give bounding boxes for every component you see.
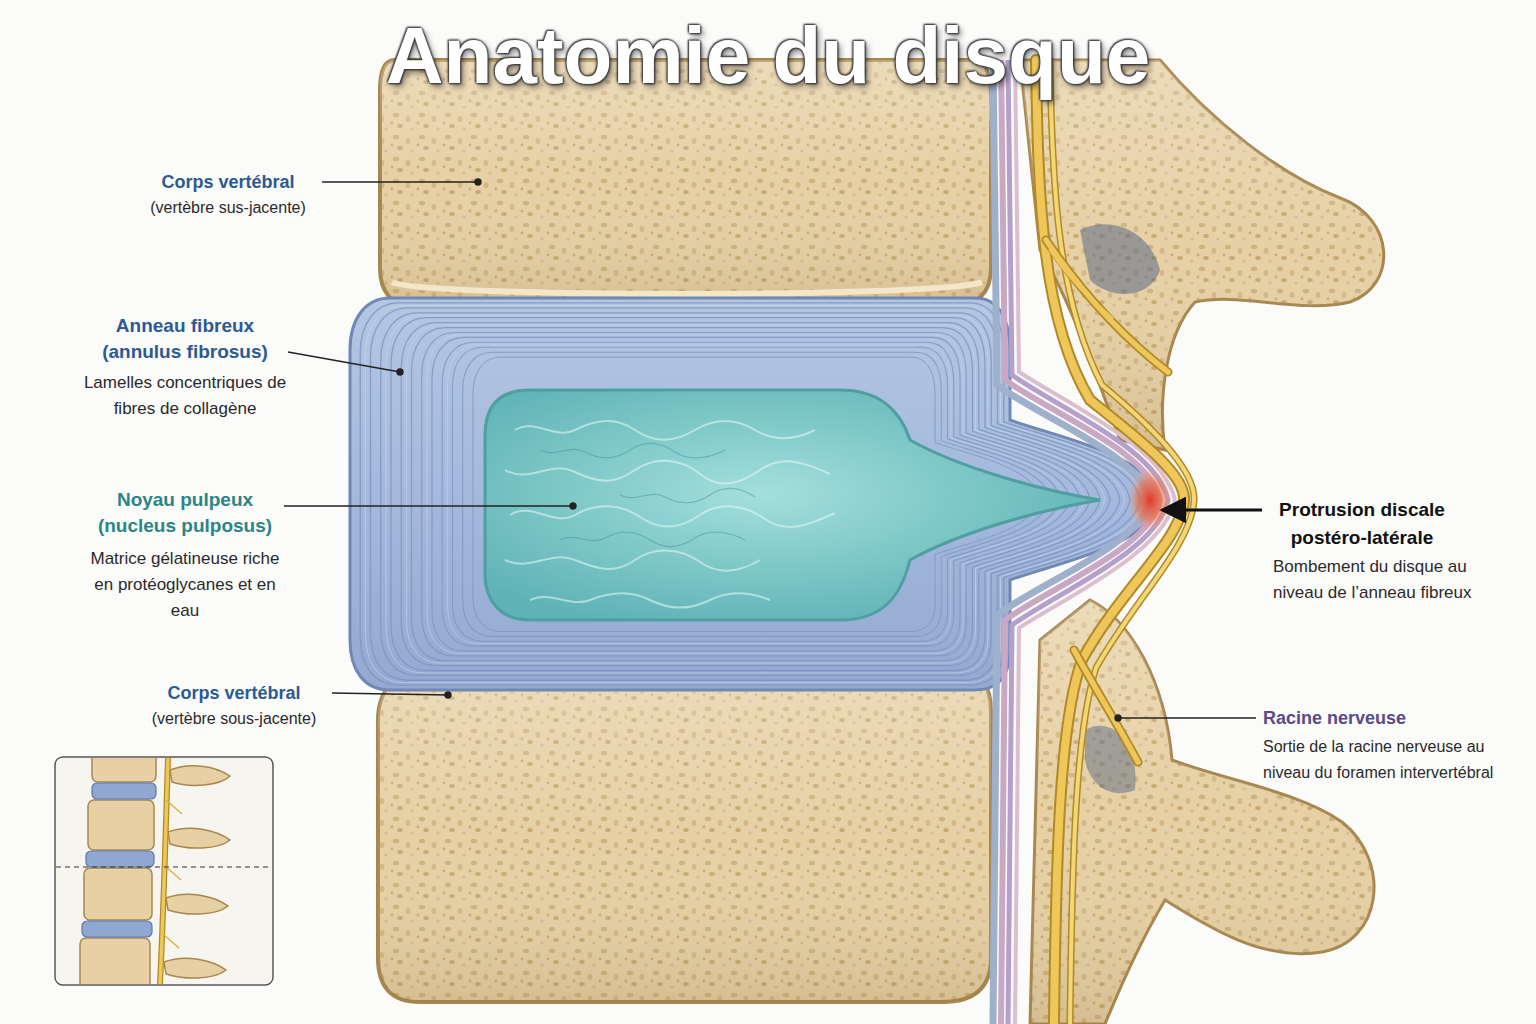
lower-vertebra bbox=[378, 672, 991, 1002]
annulus-fibrosus bbox=[350, 298, 1160, 690]
protrusion-arrow bbox=[1162, 509, 1262, 512]
part-description: Matrice gélatineuse riche en protéoglyca… bbox=[85, 546, 285, 624]
protrusion-glow bbox=[1128, 468, 1172, 532]
part-note: (vertèbre sous-jacente) bbox=[124, 707, 344, 731]
diagram-title: Anatomie du disque bbox=[0, 6, 1536, 106]
part-note: (vertèbre sus-jacente) bbox=[118, 196, 338, 220]
leader-lines bbox=[284, 179, 1256, 721]
part-name: Anneau fibreux (annulus fibrosus) bbox=[80, 313, 290, 365]
nerve-roots bbox=[1036, 60, 1194, 1024]
part-name: Corps vertébral bbox=[118, 170, 338, 194]
part-description: Lamelles concentriques de fibres de coll… bbox=[80, 370, 290, 422]
nucleus-pulposus bbox=[485, 390, 1100, 620]
part-description: Sortie de la racine nerveuse au niveau d… bbox=[1263, 734, 1513, 786]
part-name: Noyau pulpeux (nucleus pulposus) bbox=[80, 487, 290, 539]
part-name: Racine nerveuse bbox=[1263, 706, 1503, 730]
callout-description: Bombement du disque au niveau de l’annea… bbox=[1273, 554, 1473, 606]
callout-title: Protrusion discale postéro-latérale bbox=[1252, 496, 1472, 552]
ligaments bbox=[993, 60, 1175, 1024]
spine-inset bbox=[55, 738, 273, 990]
part-name: Corps vertébral bbox=[124, 681, 344, 705]
